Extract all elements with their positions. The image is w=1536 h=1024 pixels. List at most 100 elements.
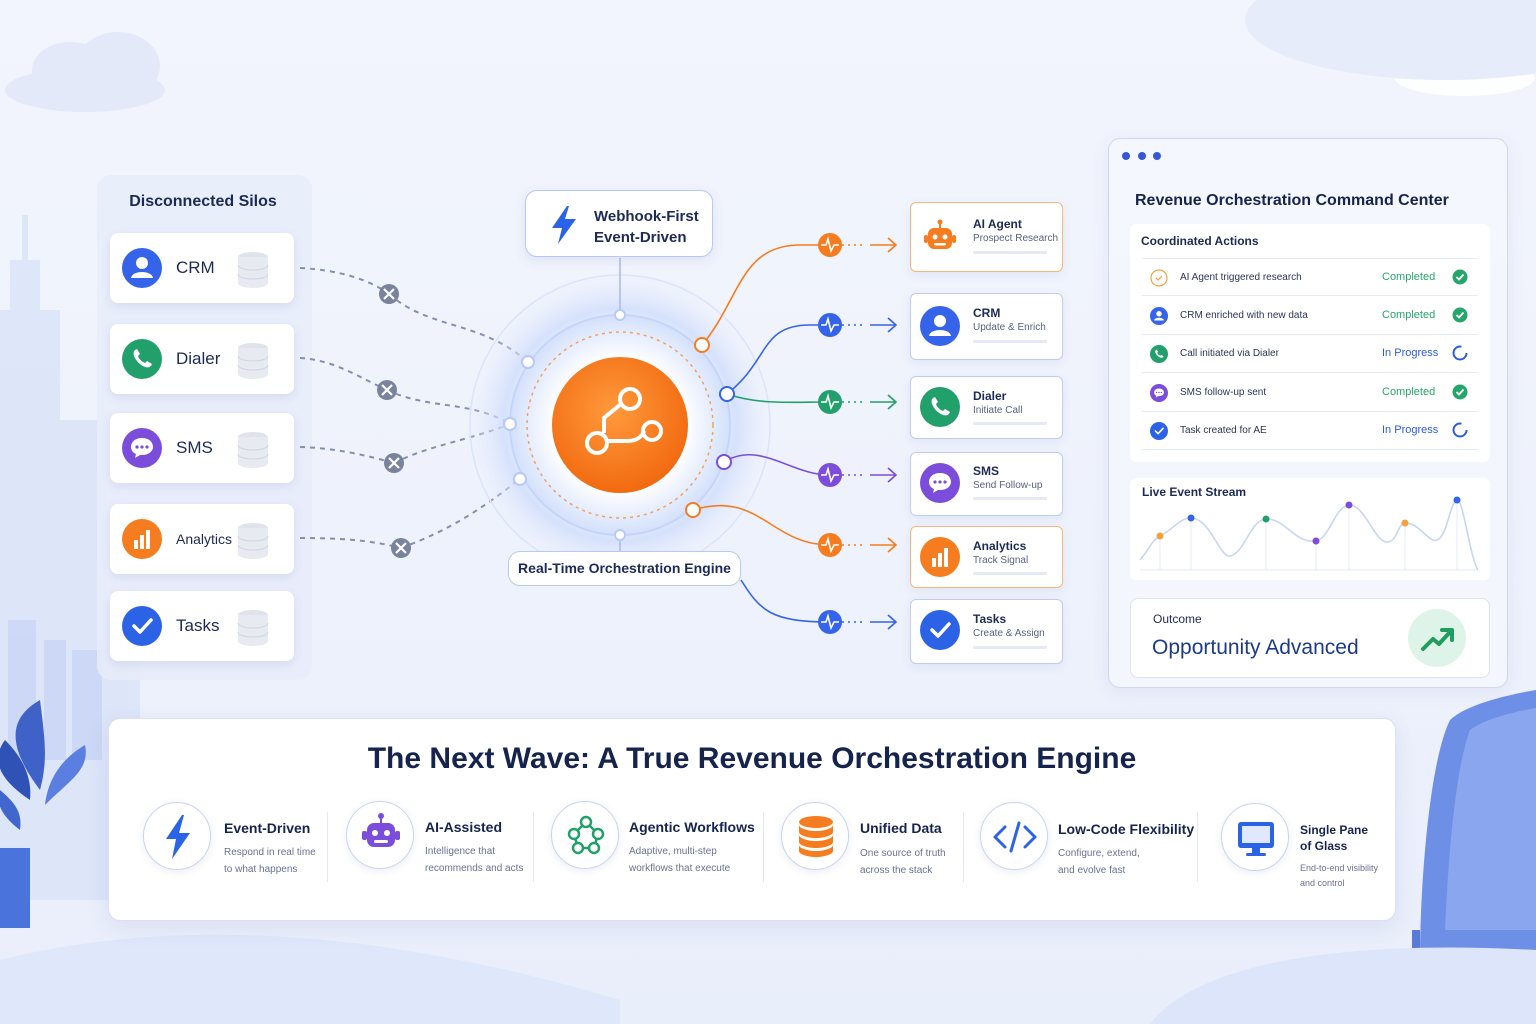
arrow-icon	[870, 394, 898, 410]
feature-description-line-2: workflows that execute	[629, 863, 731, 874]
arrow-icon	[870, 614, 898, 630]
feature-description-line-1: One source of truth	[860, 848, 946, 859]
features-banner	[108, 718, 1396, 921]
ground-wave	[0, 934, 620, 1024]
target-subtitle: Send Follow-up	[973, 480, 1043, 491]
window-dot	[1122, 152, 1130, 160]
chair-decoration	[1412, 690, 1536, 1024]
route-dialer	[726, 393, 831, 404]
silo-label: Dialer	[176, 349, 221, 368]
route-sms	[723, 453, 831, 476]
feature-description: Configure, extend,and evolve fast	[1058, 845, 1140, 879]
pulse-icon	[818, 233, 842, 257]
live-event-stream-label: Live Event Stream	[1142, 485, 1247, 499]
pulse-icon	[818, 533, 842, 557]
chat-icon	[122, 428, 162, 468]
in-progress-spinner-icon	[1452, 422, 1468, 438]
coordinated-actions-label: Coordinated Actions	[1141, 234, 1259, 248]
silo-card-crm: CRM	[110, 233, 294, 303]
completed-check-icon	[1452, 384, 1468, 400]
workflow-nodes-icon	[585, 387, 663, 455]
event-point	[1156, 532, 1164, 540]
in-progress-spinner-icon	[1452, 345, 1468, 361]
arrow-icon	[870, 237, 898, 253]
route-tasks	[740, 579, 831, 623]
action-status: In Progress	[1382, 424, 1439, 436]
trigger-line-2: Event-Driven	[594, 229, 687, 246]
bar-chart-icon	[122, 519, 162, 559]
placeholder-line	[973, 422, 1047, 425]
action-status: Completed	[1382, 308, 1436, 321]
feature-description-line-2: recommends and acts	[425, 863, 524, 874]
webhook-trigger-card: Webhook-First Event-Driven	[525, 190, 713, 257]
banner-title: The Next Wave: A True Revenue Orchestrat…	[367, 742, 1137, 775]
feature-description-line-1: Adaptive, multi-step	[629, 846, 717, 857]
disconnected-marker-icon	[379, 284, 399, 304]
ground-wave	[1150, 947, 1536, 1024]
action-status: Completed	[1382, 385, 1436, 398]
bar-chart-icon	[920, 537, 960, 577]
target-title: Tasks	[973, 612, 1007, 626]
ring-node	[716, 454, 732, 470]
pulse-icon	[818, 463, 842, 487]
engine-label: Real-Time Orchestration Engine	[508, 551, 741, 586]
user-icon	[920, 306, 960, 346]
event-point	[1453, 496, 1461, 504]
event-point	[1345, 501, 1353, 509]
feature-description: One source of truth across the stack	[860, 845, 946, 879]
target-title: SMS	[973, 464, 1000, 478]
arrow-icon	[870, 537, 898, 553]
placeholder-line	[973, 340, 1047, 343]
target-subtitle: Update & Enrich	[973, 322, 1046, 333]
robot-icon	[346, 801, 414, 869]
feature-description-line-1: Configure, extend,	[1058, 848, 1140, 859]
silos-title: Disconnected Silos	[129, 193, 277, 210]
action-text: AI Agent triggered research	[1180, 272, 1302, 283]
action-text: SMS follow-up sent	[1180, 386, 1267, 398]
target-title: AI Agent	[973, 217, 1022, 231]
feature-description-line-1: Respond in real time	[224, 847, 316, 858]
feature-description: Adaptive, multi-step workflows that execu…	[629, 843, 730, 877]
code-icon	[980, 802, 1048, 870]
live-event-stream-panel	[1130, 478, 1490, 580]
ring-node	[719, 386, 735, 402]
user-icon	[122, 248, 162, 288]
sky-shape	[1245, 0, 1536, 80]
arrow-icon	[870, 317, 898, 333]
robot-icon	[920, 217, 960, 257]
feature-divider	[963, 812, 964, 882]
disconnected-marker-icon	[391, 538, 411, 558]
disconnected-marker-icon	[384, 453, 404, 473]
phone-icon	[1150, 345, 1168, 363]
feature-divider	[533, 812, 534, 882]
command-center-title: Revenue Orchestration Command Center	[1135, 192, 1449, 209]
database-icon	[236, 609, 270, 647]
live-event-stream-chart	[1139, 496, 1479, 571]
feature-title-line-1: Single Pane	[1300, 823, 1369, 837]
feature-description-line-2: across the stack	[860, 865, 933, 876]
target-subtitle: Track Signal	[973, 555, 1029, 566]
placeholder-line	[973, 251, 1047, 254]
event-point	[1262, 515, 1270, 523]
engine-core	[552, 357, 688, 493]
route-crm	[726, 324, 830, 395]
outcome-label: Outcome	[1153, 612, 1202, 626]
feature-description-line-2: and control	[1300, 878, 1345, 888]
feature-title: Unified Data	[860, 820, 942, 836]
route-analytics	[692, 504, 831, 546]
ring-node	[614, 309, 626, 321]
monitor-icon	[1221, 803, 1289, 871]
feature-divider	[327, 812, 328, 882]
disconnected-marker-icon	[377, 380, 397, 400]
silo-connector	[299, 357, 388, 391]
event-point	[1187, 514, 1195, 522]
ring-node	[685, 502, 701, 518]
silo-connector	[299, 537, 402, 549]
feature-divider	[1197, 812, 1198, 882]
window-dot	[1138, 152, 1146, 160]
